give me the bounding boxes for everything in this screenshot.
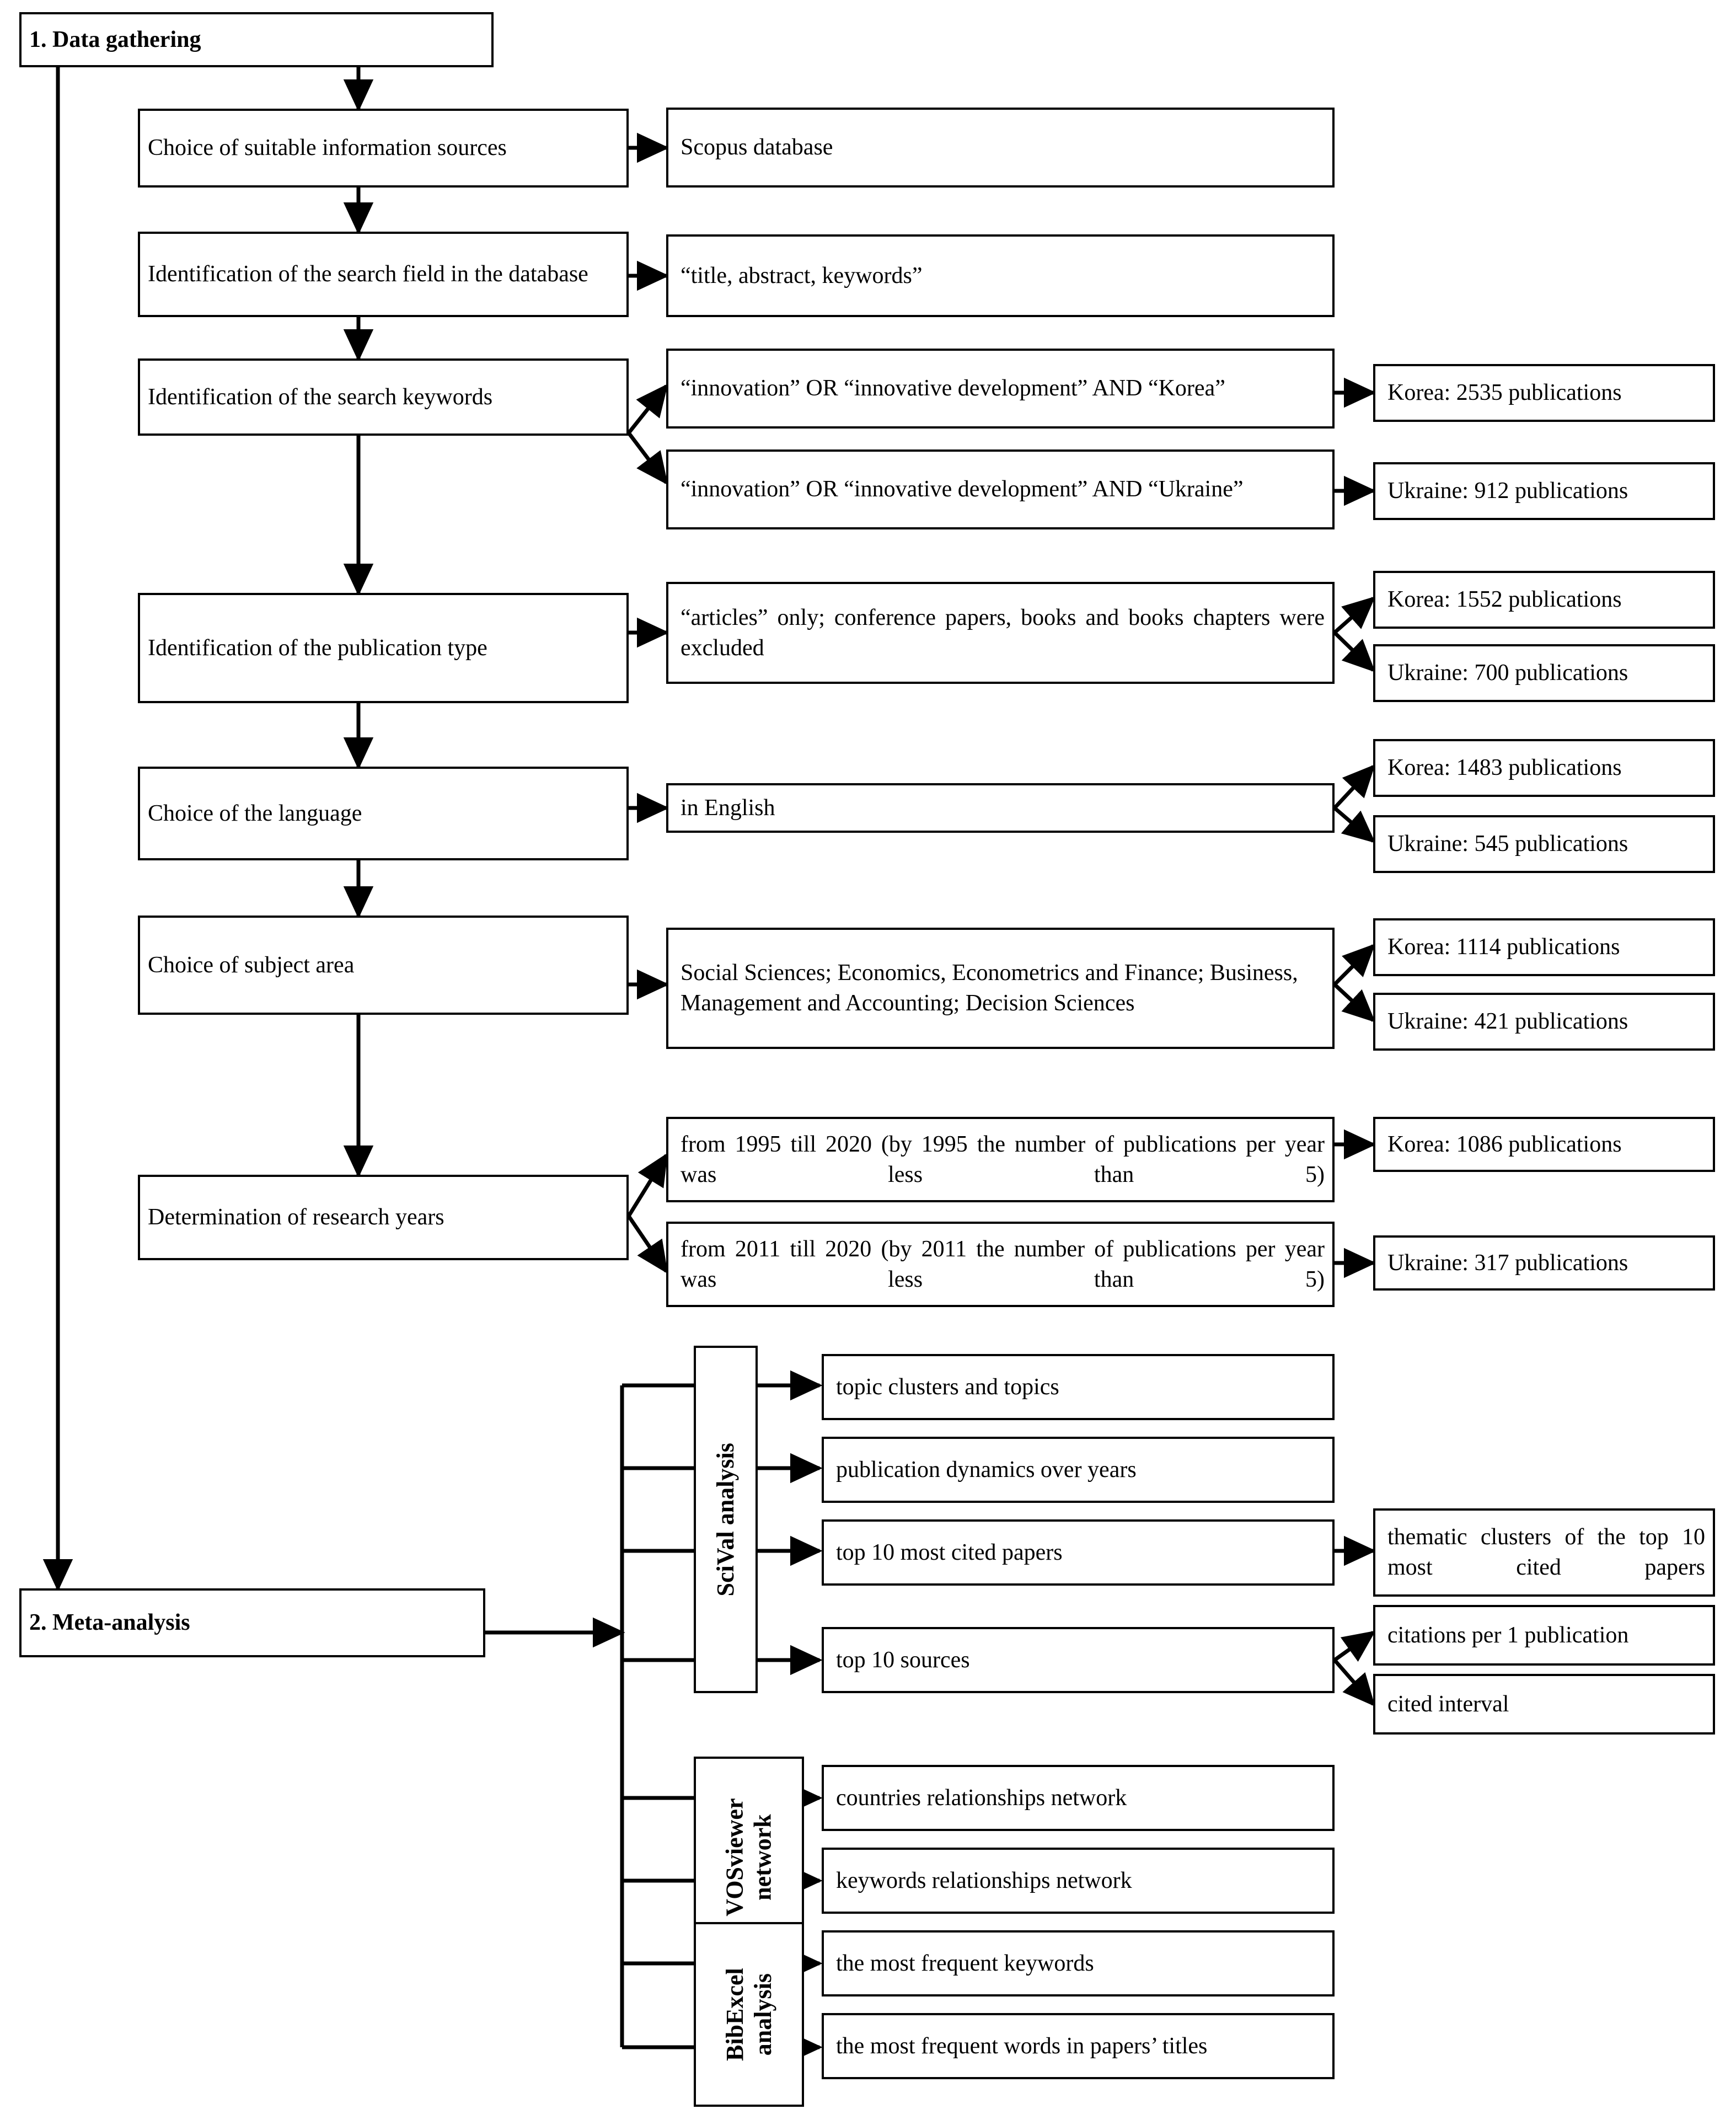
output-top10-cited-papers-text: top 10 most cited papers bbox=[836, 1539, 1063, 1565]
output-publication-dynamics[interactable]: publication dynamics over years bbox=[822, 1437, 1335, 1503]
result-years-korea[interactable]: Korea: 1086 publications bbox=[1373, 1117, 1715, 1172]
step-subject-area-label: Choice of subject area bbox=[148, 952, 355, 978]
stage-data-gathering[interactable]: 1. Data gathering bbox=[19, 12, 494, 67]
detail-publication-type-value[interactable]: “articles” only; conference papers, book… bbox=[666, 582, 1335, 684]
detail-subject-area-value[interactable]: Social Sciences; Economics, Econometrics… bbox=[666, 928, 1335, 1049]
result-subject-ukraine[interactable]: Ukraine: 421 publications bbox=[1373, 993, 1715, 1051]
result-years-korea-text: Korea: 1086 publications bbox=[1387, 1131, 1622, 1157]
step-publication-type-label: Identification of the publication type bbox=[148, 635, 487, 661]
result-language-korea-text: Korea: 1483 publications bbox=[1387, 755, 1622, 781]
output-countries-network[interactable]: countries relationships network bbox=[822, 1765, 1335, 1831]
result-keywords-korea-text: Korea: 2535 publications bbox=[1387, 380, 1622, 406]
result-keywords-ukraine[interactable]: Ukraine: 912 publications bbox=[1373, 462, 1715, 520]
step-sources-label: Choice of suitable information sources bbox=[148, 135, 507, 161]
detail-query-korea[interactable]: “innovation” OR “innovative development”… bbox=[666, 349, 1335, 429]
output-top10-cited-papers[interactable]: top 10 most cited papers bbox=[822, 1519, 1335, 1586]
output-keywords-network-text: keywords relationships network bbox=[836, 1867, 1132, 1893]
tool-scival-label-box[interactable]: SciVal analysis bbox=[694, 1346, 758, 1693]
step-search-field[interactable]: Identification of the search field in th… bbox=[138, 232, 629, 317]
output-frequent-title-words-text: the most frequent words in papers’ title… bbox=[836, 2033, 1208, 2059]
result-years-ukraine[interactable]: Ukraine: 317 publications bbox=[1373, 1235, 1715, 1291]
step-search-keywords[interactable]: Identification of the search keywords bbox=[138, 358, 629, 436]
detail-query-ukraine[interactable]: “innovation” OR “innovative development”… bbox=[666, 449, 1335, 529]
output-top10-sources[interactable]: top 10 sources bbox=[822, 1627, 1335, 1693]
output-frequent-keywords[interactable]: the most frequent keywords bbox=[822, 1930, 1335, 1996]
stage-meta-analysis[interactable]: 2. Meta-analysis bbox=[19, 1588, 485, 1657]
output-cited-interval[interactable]: cited interval bbox=[1373, 1674, 1715, 1735]
result-subject-korea[interactable]: Korea: 1114 publications bbox=[1373, 918, 1715, 976]
output-topic-clusters[interactable]: topic clusters and topics bbox=[822, 1354, 1335, 1420]
result-pubtype-korea[interactable]: Korea: 1552 publications bbox=[1373, 571, 1715, 629]
output-frequent-keywords-text: the most frequent keywords bbox=[836, 1950, 1094, 1976]
output-frequent-title-words[interactable]: the most frequent words in papers’ title… bbox=[822, 2013, 1335, 2079]
step-publication-type[interactable]: Identification of the publication type bbox=[138, 593, 629, 703]
step-language-label: Choice of the language bbox=[148, 800, 362, 826]
output-thematic-clusters-text: thematic clusters of the top 10 most cit… bbox=[1387, 1524, 1705, 1580]
detail-search-field-text: “title, abstract, keywords” bbox=[681, 263, 923, 288]
detail-language-value[interactable]: in English bbox=[666, 783, 1335, 833]
detail-query-korea-text: “innovation” OR “innovative development”… bbox=[681, 376, 1225, 402]
tool-vosviewer-label-line1: VOSviewer bbox=[721, 1798, 748, 1917]
result-pubtype-ukraine-text: Ukraine: 700 publications bbox=[1387, 660, 1628, 686]
output-citations-per-publication-text: citations per 1 publication bbox=[1387, 1622, 1629, 1648]
output-citations-per-publication[interactable]: citations per 1 publication bbox=[1373, 1605, 1715, 1666]
result-years-ukraine-text: Ukraine: 317 publications bbox=[1387, 1250, 1628, 1276]
output-keywords-network[interactable]: keywords relationships network bbox=[822, 1848, 1335, 1914]
output-publication-dynamics-text: publication dynamics over years bbox=[836, 1457, 1137, 1482]
tool-bibexcel-label-line2: analysis bbox=[749, 1973, 776, 2056]
tool-bibexcel-label-line1: BibExcel bbox=[721, 1968, 748, 2061]
detail-scopus-database[interactable]: Scopus database bbox=[666, 108, 1335, 188]
detail-scopus-database-text: Scopus database bbox=[681, 135, 833, 160]
result-subject-ukraine-text: Ukraine: 421 publications bbox=[1387, 1009, 1628, 1035]
tool-vosviewer-label-line2: network bbox=[749, 1814, 776, 1901]
detail-subject-area-text: Social Sciences; Economics, Econometrics… bbox=[681, 960, 1298, 1016]
result-pubtype-ukraine[interactable]: Ukraine: 700 publications bbox=[1373, 644, 1715, 702]
result-keywords-ukraine-text: Ukraine: 912 publications bbox=[1387, 478, 1628, 504]
stage-data-gathering-label: 1. Data gathering bbox=[29, 26, 201, 52]
step-search-field-label: Identification of the search field in th… bbox=[148, 261, 588, 287]
tool-scival-label: SciVal analysis bbox=[711, 1442, 739, 1597]
detail-publication-type-text: “articles” only; conference papers, book… bbox=[681, 604, 1325, 661]
detail-years-korea-text: from 1995 till 2020 (by 1995 the number … bbox=[681, 1131, 1325, 1187]
step-research-years-label: Determination of research years bbox=[148, 1205, 444, 1230]
result-language-ukraine[interactable]: Ukraine: 545 publications bbox=[1373, 815, 1715, 873]
detail-years-korea[interactable]: from 1995 till 2020 (by 1995 the number … bbox=[666, 1117, 1335, 1202]
output-cited-interval-text: cited interval bbox=[1387, 1691, 1509, 1717]
detail-language-text: in English bbox=[681, 795, 775, 821]
step-sources[interactable]: Choice of suitable information sources bbox=[138, 109, 629, 188]
output-top10-sources-text: top 10 sources bbox=[836, 1647, 970, 1673]
result-language-korea[interactable]: Korea: 1483 publications bbox=[1373, 739, 1715, 797]
step-research-years[interactable]: Determination of research years bbox=[138, 1175, 629, 1260]
result-language-ukraine-text: Ukraine: 545 publications bbox=[1387, 831, 1628, 857]
output-countries-network-text: countries relationships network bbox=[836, 1785, 1127, 1811]
detail-query-ukraine-text: “innovation” OR “innovative development”… bbox=[681, 477, 1244, 502]
result-subject-korea-text: Korea: 1114 publications bbox=[1387, 934, 1620, 960]
step-search-keywords-label: Identification of the search keywords bbox=[148, 384, 493, 410]
step-subject-area[interactable]: Choice of subject area bbox=[138, 916, 629, 1015]
result-pubtype-korea-text: Korea: 1552 publications bbox=[1387, 587, 1622, 613]
stage-meta-analysis-label: 2. Meta-analysis bbox=[29, 1610, 190, 1636]
output-thematic-clusters[interactable]: thematic clusters of the top 10 most cit… bbox=[1373, 1508, 1715, 1597]
step-language[interactable]: Choice of the language bbox=[138, 767, 629, 860]
detail-search-field-value[interactable]: “title, abstract, keywords” bbox=[666, 234, 1335, 317]
detail-years-ukraine-text: from 2011 till 2020 (by 2011 the number … bbox=[681, 1236, 1325, 1292]
output-topic-clusters-text: topic clusters and topics bbox=[836, 1374, 1059, 1400]
result-keywords-korea[interactable]: Korea: 2535 publications bbox=[1373, 364, 1715, 422]
detail-years-ukraine[interactable]: from 2011 till 2020 (by 2011 the number … bbox=[666, 1222, 1335, 1307]
